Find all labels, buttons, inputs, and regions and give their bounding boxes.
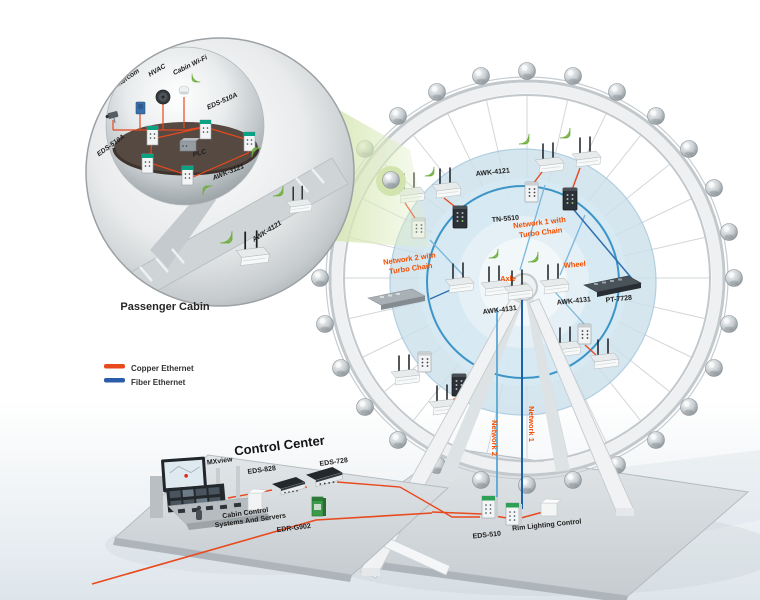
- awk3121-ap-icon: [181, 165, 194, 186]
- operator-figure: [196, 505, 202, 520]
- switch-icon: [243, 131, 256, 152]
- cabin: [389, 431, 407, 449]
- cabin: [316, 315, 334, 333]
- eds510-switch-icon: [505, 502, 523, 526]
- cabin: [647, 107, 665, 125]
- switch-icon: [417, 351, 432, 373]
- back-panel: [150, 476, 163, 518]
- legend-fiber-label: Fiber Ethernet: [131, 378, 186, 387]
- highlighted-cabin: [382, 171, 400, 189]
- legend: Copper Ethernet Fiber Ethernet: [104, 364, 194, 387]
- awk4131-right-label: AWK-4131: [556, 296, 591, 307]
- switch-icon: [577, 323, 592, 345]
- cabin: [725, 269, 743, 287]
- switch-icon: [141, 153, 154, 174]
- cabin: [472, 67, 490, 85]
- cabin: [705, 359, 723, 377]
- mxview-screen: [161, 456, 208, 496]
- tn5510-label: TN-5510: [492, 215, 520, 224]
- fiber-link-pt7728: [573, 209, 635, 282]
- rim-structure: [95, 157, 349, 305]
- edr-g902-label: EDR-G902: [276, 523, 311, 534]
- axle-label: Axle: [500, 274, 516, 283]
- copper-legend-swatch: [104, 364, 125, 369]
- cabin: [705, 179, 723, 197]
- awk4131-left-label: AWK-4131: [482, 305, 517, 316]
- cabin-sensors: [105, 73, 201, 123]
- cabin: [518, 62, 536, 80]
- cabin: [428, 83, 446, 101]
- cctv-camera-icon: [105, 111, 119, 123]
- cabin: [608, 83, 626, 101]
- eds510-base-label: EDS-510: [472, 531, 501, 541]
- copper-trunk-line: [91, 512, 433, 585]
- plc-label: PLC: [192, 148, 207, 158]
- cabin: [720, 223, 738, 241]
- control-center: [91, 454, 480, 585]
- network2-vertical-label: Network 2: [490, 420, 499, 456]
- cabin: [472, 471, 490, 489]
- fiber-chords: [429, 184, 586, 326]
- eds510-switch-icon: [481, 495, 499, 519]
- eds510a-switch-icon: [199, 119, 212, 140]
- cabin: [564, 471, 582, 489]
- eds510a-switch-icon: [146, 125, 159, 146]
- cabin-wifi-dome-icon: [178, 85, 190, 95]
- intercom-icon: [135, 101, 146, 115]
- hvac-fan-icon: [155, 89, 171, 105]
- network1-vertical-label: Network 1: [527, 406, 536, 442]
- cabin-floor-devices: [141, 119, 262, 196]
- cabin: [356, 398, 374, 416]
- rim-lighting-box: [540, 498, 562, 517]
- cabin: [332, 359, 350, 377]
- eds828-label: EDS-828: [247, 465, 276, 476]
- fiber-legend-swatch: [104, 378, 125, 383]
- cabin: [720, 315, 738, 333]
- pt7728-label: PT-7728: [605, 295, 632, 305]
- cabin: [389, 107, 407, 125]
- plc-icon: [179, 138, 200, 152]
- edr-g902-router-icon: [311, 496, 326, 517]
- cabin: [311, 269, 329, 287]
- wheel-label: Wheel: [563, 259, 586, 270]
- legend-copper-label: Copper Ethernet: [131, 364, 194, 373]
- tn5510-switch-icon: [452, 205, 468, 229]
- cabin: [647, 431, 665, 449]
- server-box: [247, 488, 268, 511]
- cabin: [564, 67, 582, 85]
- passenger-cabin-caption: Passenger Cabin: [120, 301, 210, 313]
- console-desk: [167, 497, 271, 530]
- awk4121-wheel-label: AWK-4121: [475, 167, 510, 178]
- cabin: [680, 140, 698, 158]
- cabin: [680, 398, 698, 416]
- eds728-label: EDS-728: [319, 457, 348, 468]
- copper-line-to-base: [336, 481, 480, 518]
- mxview-label: MXview: [207, 456, 234, 467]
- switch-icon: [524, 181, 539, 203]
- switch-icon: [562, 187, 578, 211]
- base-devices: [431, 495, 562, 526]
